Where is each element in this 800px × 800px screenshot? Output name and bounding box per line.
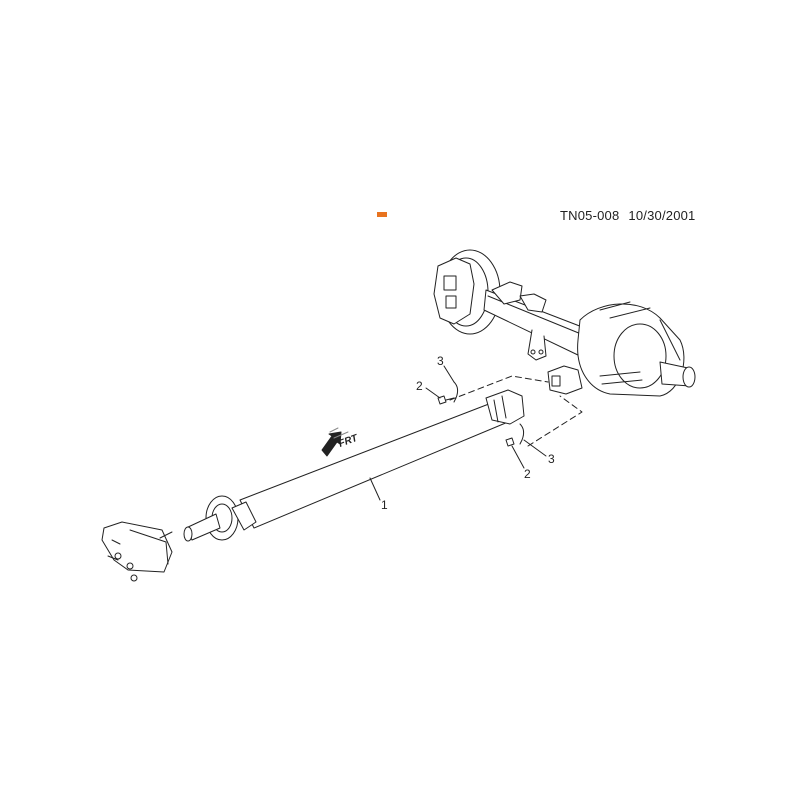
leader-lines: [369, 365, 547, 501]
doc-date: 10/30/2001: [628, 208, 696, 223]
callout-1: 1: [381, 498, 388, 512]
callout-3-upper: 3: [437, 354, 444, 368]
alignment-lines: [449, 375, 583, 447]
doc-id: TN05-008: [560, 208, 620, 223]
rear-axle-assembly: [433, 249, 696, 397]
callout-3-lower: 3: [548, 452, 555, 466]
document-reference: TN05-008 10/30/2001: [560, 208, 696, 223]
lower-fasteners: [505, 423, 525, 447]
transmission-output: [101, 521, 173, 582]
orange-marker: [377, 212, 387, 217]
propeller-shaft: [183, 389, 525, 542]
front-direction-arrow: [321, 427, 349, 457]
callout-2-upper: 2: [416, 379, 423, 393]
upper-fasteners: [437, 381, 459, 405]
callout-2-lower: 2: [524, 467, 531, 481]
